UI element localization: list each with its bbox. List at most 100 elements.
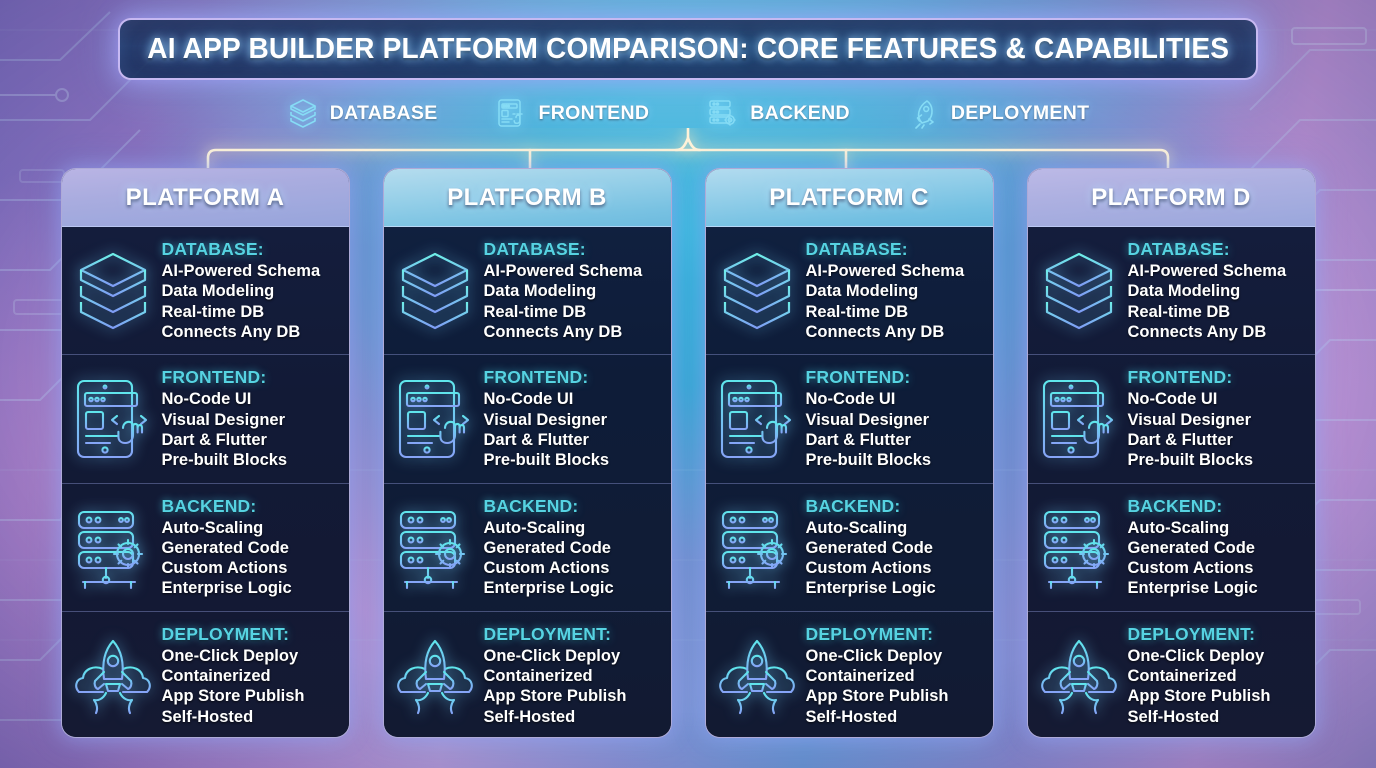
section-backend-d: BACKEND: Auto-Scaling Generated Code Cus… — [1027, 484, 1315, 612]
section-item: One-Click Deploy — [483, 646, 621, 665]
section-backend-b: BACKEND: Auto-Scaling Generated Code Cus… — [383, 484, 671, 612]
database-layers-icon — [1036, 243, 1122, 339]
legend-label-deployment: DEPLOYMENT — [950, 101, 1090, 124]
section-item: No-Code UI — [1127, 390, 1218, 409]
section-frontend-c: FRONTEND: No-Code UI Visual Designer Dar… — [705, 355, 993, 484]
rocket-cloud-icon — [70, 627, 156, 723]
section-item: Dart & Flutter — [805, 430, 911, 449]
platform-card-c[interactable]: PLATFORM C DATABASE: AI-Pow — [704, 168, 994, 738]
rocket-cloud-icon — [392, 627, 478, 723]
section-item: AI-Powered Schema — [483, 262, 643, 281]
section-item: Data Modeling — [483, 282, 597, 301]
legend-item-backend[interactable]: BACKEND — [707, 97, 850, 129]
page-title-bar: AI APP BUILDER PLATFORM COMPARISON: CORE… — [118, 18, 1258, 80]
section-item: Custom Actions — [161, 559, 288, 578]
section-item: Enterprise Logic — [161, 579, 292, 598]
section-text-deployment-d: DEPLOYMENT: One-Click Deploy Containeriz… — [1128, 624, 1305, 727]
card-header-c: PLATFORM C — [705, 169, 993, 227]
platform-card-d[interactable]: PLATFORM D DATABASE: AI-Pow — [1026, 168, 1316, 738]
section-item: Self-Hosted — [805, 707, 898, 726]
section-heading-deployment: DEPLOYMENT: — [1127, 623, 1256, 644]
tablet-cursor-icon — [392, 371, 478, 467]
platform-card-b[interactable]: PLATFORM B DATABASE: AI-Pow — [382, 168, 672, 738]
section-heading-deployment: DEPLOYMENT: — [161, 623, 290, 644]
section-heading-frontend: FRONTEND: — [805, 367, 911, 388]
section-text-frontend-b: FRONTEND: No-Code UI Visual Designer Dar… — [484, 367, 661, 470]
platform-cards: PLATFORM A — [0, 168, 1376, 742]
legend-item-frontend[interactable]: FRONTEND — [496, 97, 650, 129]
section-item: Visual Designer — [483, 410, 608, 429]
legend-label-backend: BACKEND — [750, 101, 850, 124]
section-heading-frontend: FRONTEND: — [161, 367, 267, 388]
section-text-frontend-a: FRONTEND: No-Code UI Visual Designer Dar… — [162, 367, 339, 470]
section-frontend-b: FRONTEND: No-Code UI Visual Designer Dar… — [383, 355, 671, 484]
database-layers-icon — [289, 99, 316, 128]
section-item: Real-time DB — [161, 302, 265, 321]
section-item: Real-time DB — [483, 302, 587, 321]
card-body-b: DATABASE: AI-Powered Schema Data Modelin… — [383, 227, 671, 737]
section-text-backend-b: BACKEND: Auto-Scaling Generated Code Cus… — [484, 496, 661, 599]
section-text-backend-a: BACKEND: Auto-Scaling Generated Code Cus… — [162, 496, 339, 599]
section-database-b: DATABASE: AI-Powered Schema Data Modelin… — [383, 227, 671, 356]
section-item: Enterprise Logic — [1127, 579, 1258, 598]
section-item: Real-time DB — [805, 302, 909, 321]
section-item: Containerized — [483, 667, 593, 686]
section-item: Generated Code — [161, 538, 289, 557]
section-item: Visual Designer — [1127, 410, 1252, 429]
section-text-deployment-b: DEPLOYMENT: One-Click Deploy Containeriz… — [484, 624, 661, 727]
section-item: App Store Publish — [805, 687, 949, 706]
section-item: Connects Any DB — [161, 322, 301, 341]
server-gear-icon — [392, 499, 478, 595]
section-item: Data Modeling — [1127, 282, 1241, 301]
section-item: Pre-built Blocks — [1127, 451, 1254, 470]
section-item: Pre-built Blocks — [483, 451, 610, 470]
card-body-c: DATABASE: AI-Powered Schema Data Modelin… — [705, 227, 993, 737]
page-title: AI APP BUILDER PLATFORM COMPARISON: CORE… — [147, 32, 1229, 65]
legend: DATABASE FRONTEND — [0, 92, 1376, 134]
platform-card-a[interactable]: PLATFORM A — [60, 168, 350, 738]
section-text-deployment-a: DEPLOYMENT: One-Click Deploy Containeriz… — [162, 624, 339, 727]
section-item: Data Modeling — [161, 282, 275, 301]
section-item: Dart & Flutter — [1127, 430, 1233, 449]
legend-item-deployment[interactable]: DEPLOYMENT — [908, 97, 1089, 129]
section-item: Containerized — [805, 667, 915, 686]
legend-item-database[interactable]: DATABASE — [287, 97, 438, 129]
tablet-cursor-icon — [497, 99, 523, 127]
section-frontend-d: FRONTEND: No-Code UI Visual Designer Dar… — [1027, 355, 1315, 484]
card-body-d: DATABASE: AI-Powered Schema Data Modelin… — [1027, 227, 1315, 737]
rocket-cloud-icon — [714, 627, 800, 723]
section-heading-database: DATABASE: — [805, 239, 908, 260]
rocket-icon — [915, 100, 934, 129]
tablet-cursor-icon — [1036, 371, 1122, 467]
section-item: App Store Publish — [483, 687, 627, 706]
section-item: App Store Publish — [161, 687, 305, 706]
server-gear-icon — [714, 499, 800, 595]
section-item: Self-Hosted — [161, 707, 254, 726]
section-item: Enterprise Logic — [483, 579, 614, 598]
section-backend-c: BACKEND: Auto-Scaling Generated Code Cus… — [705, 484, 993, 612]
section-item: Connects Any DB — [805, 322, 945, 341]
card-title-c: PLATFORM C — [769, 183, 929, 211]
section-item: Auto-Scaling — [805, 518, 908, 537]
section-heading-backend: BACKEND: — [1127, 495, 1223, 516]
section-item: Connects Any DB — [483, 322, 623, 341]
section-heading-deployment: DEPLOYMENT: — [483, 623, 612, 644]
section-heading-database: DATABASE: — [1127, 239, 1230, 260]
section-item: Custom Actions — [805, 559, 932, 578]
card-header-a: PLATFORM A — [61, 169, 349, 227]
section-item: One-Click Deploy — [1127, 646, 1265, 665]
tablet-cursor-icon — [714, 371, 800, 467]
database-layers-icon — [392, 243, 478, 339]
section-item: Generated Code — [483, 538, 611, 557]
server-gear-icon — [709, 100, 736, 126]
database-layers-icon — [70, 243, 156, 339]
section-item: Enterprise Logic — [805, 579, 936, 598]
section-text-frontend-d: FRONTEND: No-Code UI Visual Designer Dar… — [1128, 367, 1305, 470]
section-text-database-b: DATABASE: AI-Powered Schema Data Modelin… — [484, 239, 661, 342]
section-text-database-d: DATABASE: AI-Powered Schema Data Modelin… — [1128, 239, 1305, 342]
section-text-database-a: DATABASE: AI-Powered Schema Data Modelin… — [162, 239, 339, 342]
section-text-frontend-c: FRONTEND: No-Code UI Visual Designer Dar… — [806, 367, 983, 470]
section-deployment-c: DEPLOYMENT: One-Click Deploy Containeriz… — [706, 612, 993, 737]
server-gear-icon — [70, 499, 156, 595]
section-item: Self-Hosted — [1127, 707, 1220, 726]
